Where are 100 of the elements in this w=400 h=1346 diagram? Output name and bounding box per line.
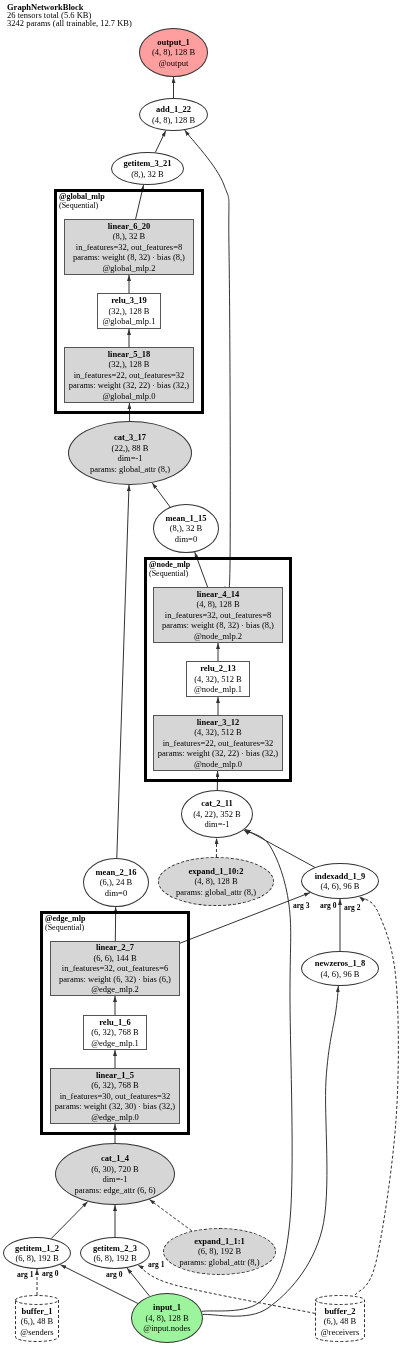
arrow xyxy=(179,892,311,944)
arrow xyxy=(135,184,145,220)
arrow xyxy=(201,829,293,1312)
node-title: mean_2_16 xyxy=(95,866,137,878)
group-subtitle: (Sequential) xyxy=(149,569,189,578)
node-title: output_1 xyxy=(157,36,190,48)
layer-box xyxy=(186,661,250,697)
node-title: linear_5_18 xyxy=(107,348,151,360)
module-group-box xyxy=(144,557,292,782)
node-detail: (6,), 24 B xyxy=(99,877,133,888)
node-detail: (32,), 128 B xyxy=(108,305,150,317)
node-title: linear_4_14 xyxy=(196,588,240,600)
node-detail: in_features=30, out_features=32 xyxy=(59,1090,171,1102)
node-detail: in_features=32, out_features=6 xyxy=(61,963,169,974)
node-detail: (4, 8), 128 B xyxy=(145,1312,189,1324)
node-detail: @node_mlp.2 xyxy=(193,630,243,642)
node-detail: params: global_attr (8,) xyxy=(179,1256,260,1268)
node-detail: (32,), 128 B xyxy=(108,359,150,370)
node-detail: in_features=32, out_features=8 xyxy=(75,241,183,253)
node-detail: params: weight (8, 32) · bias (8,) xyxy=(73,252,185,263)
node-detail: (6, 30), 720 B xyxy=(91,1163,139,1174)
node-detail: (8,), 32 B xyxy=(112,231,146,242)
node-detail: (6,), 48 B xyxy=(323,1316,357,1327)
diagram-title: GraphNetworkBlock xyxy=(7,3,84,11)
node-detail: @node_mlp.0 xyxy=(193,758,243,770)
arrow xyxy=(171,76,176,99)
node-detail: (4, 8), 128 B xyxy=(196,599,240,610)
node-detail: @edge_mlp.2 xyxy=(91,984,139,995)
node-ellipse xyxy=(181,790,253,838)
node-detail: @output xyxy=(158,57,189,69)
node-detail: in_features=32, out_features=8 xyxy=(164,609,272,621)
node-detail: (6, 8), 192 B xyxy=(197,1246,242,1257)
node-ellipse xyxy=(301,863,379,899)
arrow xyxy=(216,642,220,662)
node-title: linear_6_20 xyxy=(107,220,151,232)
node-detail: dim=-1 xyxy=(102,1174,128,1185)
group-subtitle: (Sequential) xyxy=(59,201,99,210)
node-title: linear_2_7 xyxy=(95,942,135,953)
buffer-cylinder xyxy=(15,1295,59,1342)
node-detail: @edge_mlp.0 xyxy=(91,1111,139,1123)
buffer-cylinder xyxy=(315,1295,365,1342)
node-detail: dim=0 xyxy=(174,533,198,545)
node-detail: dim=0 xyxy=(104,887,128,899)
node-detail: (4, 22), 352 B xyxy=(193,808,241,820)
node-title: linear_3_12 xyxy=(196,716,240,728)
layer-box xyxy=(83,1015,147,1050)
summary-line: 26 tensors total (5.6 KB) xyxy=(7,11,92,19)
node-detail: (6, 32), 768 B xyxy=(91,1080,139,1091)
node-detail: (6,), 48 B xyxy=(20,1316,54,1327)
node-title: relu_2_13 xyxy=(200,663,236,674)
node-title: getitem_1_2 xyxy=(15,1242,59,1253)
arrow xyxy=(126,1267,150,1297)
node-title: getitem_3_21 xyxy=(123,158,172,169)
arrow xyxy=(116,484,131,859)
node-detail: (22,), 88 B xyxy=(111,442,149,453)
node-title: buffer_1 xyxy=(21,1305,53,1317)
node-detail: in_features=22, out_features=32 xyxy=(73,369,185,381)
layer-box xyxy=(64,347,194,403)
arrow xyxy=(127,328,131,348)
node-detail: @node_mlp.1 xyxy=(193,684,243,695)
node-detail: params: weight (8, 32) · bias (8,) xyxy=(162,620,274,631)
layer-box xyxy=(97,293,161,329)
node-detail: (4, 6), 96 B xyxy=(320,968,360,979)
arrow xyxy=(215,770,220,791)
node-detail: dim=-1 xyxy=(117,453,143,464)
summary-line: 3242 params (all trainable, 12.7 KB) xyxy=(7,19,132,27)
node-ellipse xyxy=(158,857,274,906)
layer-box xyxy=(153,587,283,643)
node-title: buffer_2 xyxy=(324,1305,356,1317)
node-detail: (4, 8), 128 B xyxy=(194,876,238,887)
node-detail: (8,), 32 B xyxy=(169,523,203,534)
node-title: linear_1_5 xyxy=(95,1069,135,1081)
node-title: expand_1_1:1 xyxy=(194,1235,245,1247)
node-detail: @edge_mlp.1 xyxy=(91,1037,139,1049)
node-detail: (4, 8), 128 B xyxy=(151,114,196,125)
module-group-box xyxy=(40,911,190,1135)
group-title: @edge_mlp xyxy=(45,915,86,923)
arrow xyxy=(127,402,132,422)
node-title: getitem_2_3 xyxy=(93,1242,137,1253)
arrow xyxy=(113,906,118,942)
arrow xyxy=(194,551,209,588)
node-detail: (8,), 32 B xyxy=(131,168,164,179)
module-group-box xyxy=(54,189,204,414)
node-detail: params: weight (32, 22) · bias (32,) xyxy=(157,748,279,759)
arrow xyxy=(338,898,342,952)
node-title: newzeros_1_8 xyxy=(314,958,366,969)
node-detail: (4, 32), 512 B xyxy=(194,673,242,685)
node-title: add_1_22 xyxy=(156,104,191,115)
arrow xyxy=(113,1123,117,1144)
group-subtitle: (Sequential) xyxy=(45,923,85,932)
arrow xyxy=(148,1198,193,1232)
arrow xyxy=(113,995,117,1016)
node-title: cat_2_11 xyxy=(201,798,233,809)
group-title: @node_mlp xyxy=(149,561,191,569)
node-title: cat_1_4 xyxy=(101,1153,129,1164)
arrow xyxy=(113,1204,117,1238)
layer-box xyxy=(64,219,194,275)
node-detail: @global_mlp.1 xyxy=(102,316,156,327)
group-title: @global_mlp xyxy=(59,193,105,201)
arrow xyxy=(214,837,219,858)
